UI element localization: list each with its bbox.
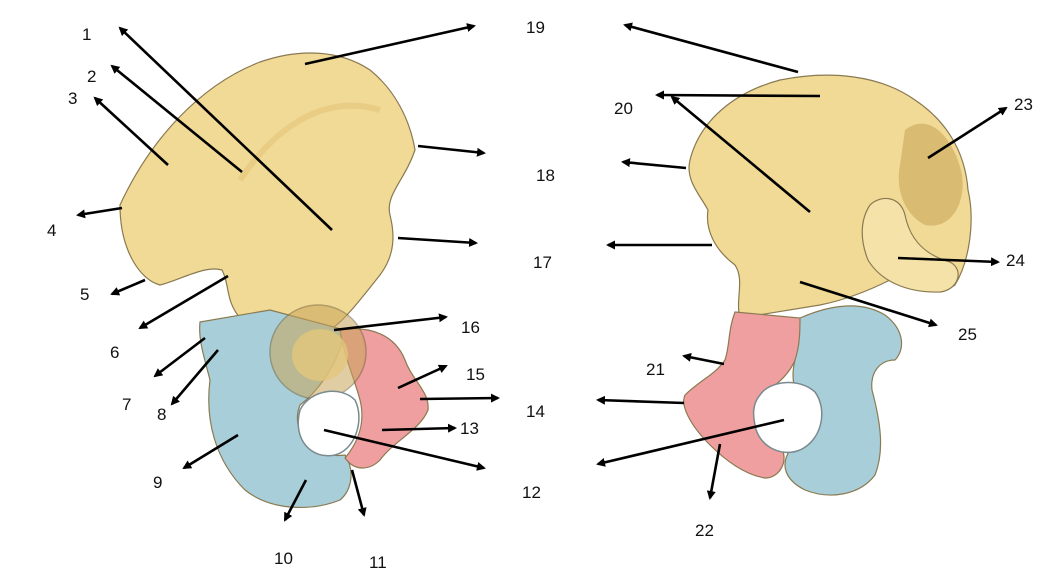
arrow-18-right <box>621 158 687 170</box>
arrow-16 <box>333 313 448 332</box>
lateral-acetabular-fossa <box>292 329 348 381</box>
arrow-14 <box>419 393 500 403</box>
medial-auricular-surface <box>861 197 959 293</box>
arrow-6 <box>138 274 229 330</box>
label-8: 8 <box>157 405 166 424</box>
label-18: 18 <box>536 166 555 185</box>
label-17: 17 <box>533 253 552 272</box>
arrow-12 <box>323 428 486 471</box>
label-6: 6 <box>110 343 119 362</box>
arrow-17 <box>397 236 478 248</box>
label-24: 24 <box>1006 251 1025 270</box>
label-16: 16 <box>461 318 480 337</box>
arrow-1 <box>118 26 333 231</box>
label-2: 2 <box>87 67 96 86</box>
label-19: 19 <box>526 18 545 37</box>
lateral-gluteal-line <box>237 102 381 182</box>
label-21: 21 <box>646 360 665 379</box>
arrow-18 <box>417 144 486 157</box>
medial-auricular-rough-area <box>898 123 963 226</box>
arrow-23 <box>927 106 1008 160</box>
arrow-2 <box>110 64 243 174</box>
arrow-3 <box>93 96 169 166</box>
label-9: 9 <box>153 473 162 492</box>
arrow-9 <box>182 433 239 470</box>
label-3: 3 <box>68 89 77 108</box>
label-12: 12 <box>522 483 541 502</box>
lateral-obturator-foramen <box>297 390 360 457</box>
arrow-11 <box>350 469 367 517</box>
arrow-21 <box>682 352 725 366</box>
arrow-25 <box>799 280 938 328</box>
lateral-ilium <box>119 52 416 331</box>
label-25: 25 <box>958 325 977 344</box>
label-14: 14 <box>526 402 545 421</box>
arrow-7 <box>153 336 206 378</box>
arrow-19-right <box>623 22 799 74</box>
arrow-10 <box>283 479 308 522</box>
lateral-view-hip-bone <box>119 52 429 508</box>
label-4: 4 <box>47 221 56 240</box>
label-15: 15 <box>466 365 485 384</box>
label-5: 5 <box>80 285 89 304</box>
label-20: 20 <box>614 99 633 118</box>
label-13: 13 <box>460 419 479 438</box>
medial-obturator-foramen <box>752 381 823 454</box>
arrow-20a <box>655 90 821 100</box>
arrow-19-left <box>304 23 476 66</box>
number-labels: 1 2 3 4 5 6 7 8 9 10 11 12 13 14 15 16 1… <box>47 18 1033 572</box>
label-23: 23 <box>1014 95 1033 114</box>
label-11: 11 <box>369 553 387 572</box>
arrow-24 <box>897 256 1000 267</box>
arrow-13 <box>381 423 457 433</box>
label-1: 1 <box>82 25 91 44</box>
label-10: 10 <box>274 549 293 568</box>
medial-view-hip-bone <box>683 74 972 496</box>
label-7: 7 <box>122 395 131 414</box>
arrow-22 <box>706 443 722 500</box>
arrow-5 <box>110 278 146 296</box>
label-22: 22 <box>695 521 714 540</box>
arrow-12-right <box>596 418 785 467</box>
arrow-14-right <box>596 395 685 405</box>
arrow-4 <box>76 206 123 219</box>
arrow-8 <box>170 349 219 406</box>
leader-arrows <box>76 22 1008 522</box>
arrow-20b <box>670 95 811 213</box>
arrow-15 <box>397 364 448 390</box>
